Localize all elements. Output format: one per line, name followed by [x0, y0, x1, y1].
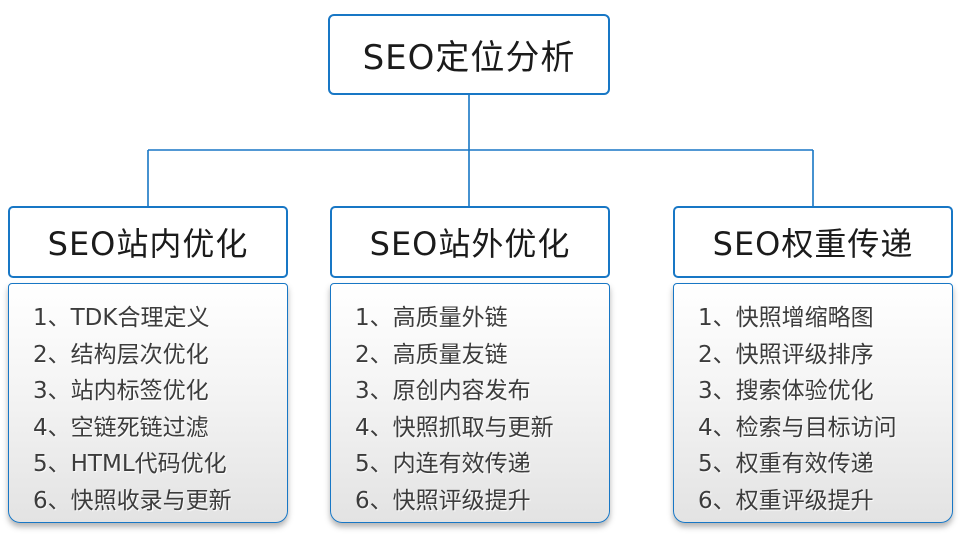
list-item: 2、高质量友链	[355, 341, 508, 368]
list-item: 6、权重评级提升	[698, 487, 874, 514]
list-item: 6、快照收录与更新	[33, 487, 232, 514]
list-item: 3、站内标签优化	[33, 378, 209, 404]
branch-onsite-optimization: SEO站内优化 1、TDK合理定义 2、结构层次优化 3、站内标签优化 4、空链…	[8, 206, 288, 523]
branch-header-label: SEO站外优化	[369, 225, 571, 263]
list-item: 3、搜索体验优化	[698, 378, 874, 404]
branch-item-panel: 1、高质量外链 2、高质量友链 3、原创内容发布 4、快照抓取与更新 5、内连有…	[330, 283, 610, 523]
root-node-label: SEO定位分析	[362, 38, 576, 78]
branch-header: SEO站内优化	[8, 206, 288, 278]
branch-item-panel: 1、快照增缩略图 2、快照评级排序 3、搜索体验优化 4、检索与目标访问 5、权…	[673, 283, 953, 523]
root-node: SEO定位分析	[328, 14, 610, 95]
branch-item-panel: 1、TDK合理定义 2、结构层次优化 3、站内标签优化 4、空链死链过滤 5、H…	[8, 283, 288, 523]
branch-header: SEO权重传递	[673, 206, 953, 278]
list-item: 5、内连有效传递	[355, 451, 531, 477]
list-item: 2、快照评级排序	[698, 341, 874, 368]
list-item: 1、快照增缩略图	[698, 305, 874, 331]
list-item: 2、结构层次优化	[33, 341, 209, 368]
branch-weight-transfer: SEO权重传递 1、快照增缩略图 2、快照评级排序 3、搜索体验优化 4、检索与…	[673, 206, 953, 523]
list-item: 1、高质量外链	[355, 305, 508, 331]
list-item: 1、TDK合理定义	[33, 305, 210, 331]
branch-header: SEO站外优化	[330, 206, 610, 278]
branch-header-label: SEO站内优化	[47, 225, 249, 263]
branch-header-label: SEO权重传递	[712, 225, 914, 263]
list-item: 5、权重有效传递	[698, 451, 874, 477]
list-item: 6、快照评级提升	[355, 487, 531, 514]
list-item: 3、原创内容发布	[355, 378, 531, 404]
branch-offsite-optimization: SEO站外优化 1、高质量外链 2、高质量友链 3、原创内容发布 4、快照抓取与…	[330, 206, 610, 523]
list-item: 4、空链死链过滤	[33, 414, 209, 441]
list-item: 4、快照抓取与更新	[355, 414, 554, 441]
list-item: 5、HTML代码优化	[33, 451, 227, 477]
list-item: 4、检索与目标访问	[698, 414, 897, 441]
